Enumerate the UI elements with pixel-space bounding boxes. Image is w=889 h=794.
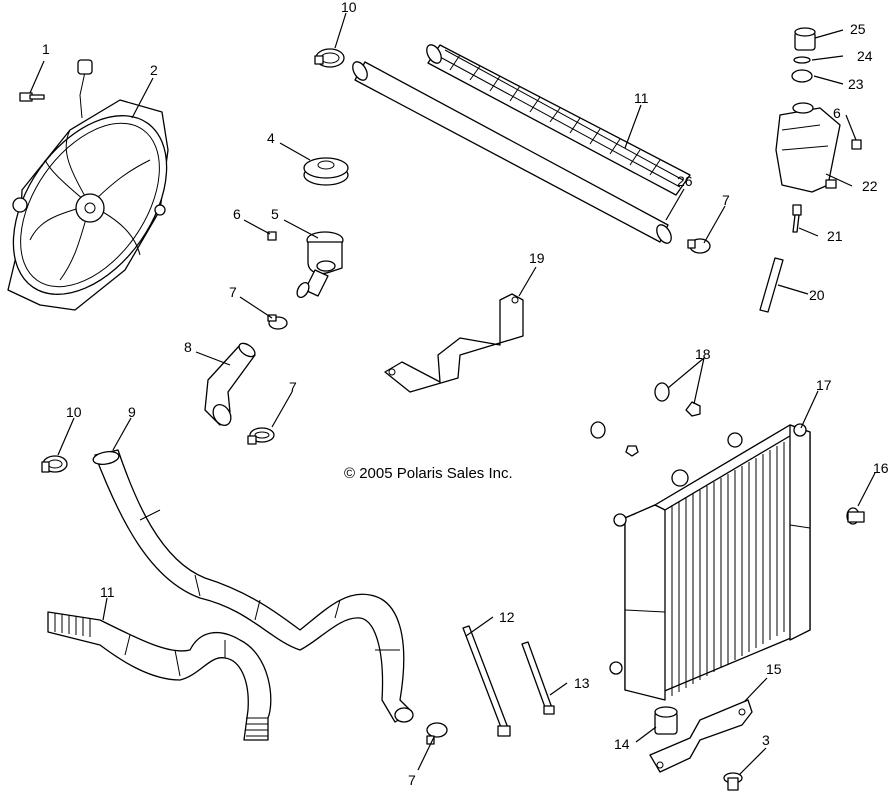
callout-8: 8 — [184, 339, 192, 355]
callout-6-left: 6 — [233, 206, 241, 222]
callout-6-right: 6 — [833, 105, 841, 121]
fan-assembly — [7, 59, 169, 311]
callout-10-top: 10 — [341, 0, 357, 15]
callout-9: 9 — [128, 404, 136, 420]
callout-1: 1 — [42, 41, 50, 57]
callout-14: 14 — [614, 736, 630, 752]
bracket — [384, 293, 524, 393]
reservoir-seal-23 — [791, 69, 813, 83]
bolt-16 — [846, 507, 865, 525]
mount-bracket — [649, 699, 753, 773]
long-bolt-13 — [521, 641, 555, 715]
fitting — [792, 204, 802, 233]
callout-23: 23 — [848, 76, 864, 92]
leader-lines — [29, 12, 876, 776]
callout-7-upper-left: 7 — [229, 284, 237, 300]
clamp-10-top — [314, 48, 345, 68]
callout-7-right: 7 — [722, 192, 730, 208]
filler-neck — [296, 231, 344, 299]
radiator-cap — [303, 157, 349, 186]
callout-7-mid-left: 7 — [289, 379, 297, 395]
callout-10-left: 10 — [66, 404, 82, 420]
callout-26: 26 — [677, 173, 693, 189]
copyright-notice: © 2005 Polaris Sales Inc. — [344, 465, 513, 482]
callout-15: 15 — [766, 661, 782, 677]
reservoir-cap-25 — [794, 27, 816, 51]
radiator — [609, 423, 811, 701]
callout-11-lower: 11 — [100, 584, 115, 600]
corrugated-hose-upper — [426, 44, 691, 196]
vent-tube — [759, 257, 784, 313]
callout-11-upper: 11 — [634, 90, 649, 106]
callout-21: 21 — [827, 228, 843, 244]
callout-5: 5 — [271, 206, 279, 222]
callout-4: 4 — [267, 130, 275, 146]
clamp-7-mid-left — [247, 427, 275, 445]
callout-18: 18 — [695, 346, 711, 362]
coolant-pipe — [352, 61, 672, 244]
clamp-10-left — [41, 455, 68, 473]
coolant-reservoir — [775, 102, 841, 193]
callout-25: 25 — [850, 21, 866, 37]
callout-3: 3 — [762, 732, 770, 748]
bolt-6-left — [267, 231, 277, 241]
callout-12: 12 — [499, 609, 515, 625]
callout-20: 20 — [809, 287, 825, 303]
bushing — [654, 706, 678, 735]
short-hose — [204, 342, 256, 426]
callout-2: 2 — [150, 62, 158, 78]
callout-22: 22 — [862, 178, 878, 194]
long-bolt-12 — [462, 625, 511, 737]
long-hose — [92, 449, 414, 723]
callout-7-bottom: 7 — [408, 772, 416, 788]
grommets — [590, 382, 701, 457]
callout-13: 13 — [574, 675, 590, 691]
corrugated-hose-lower — [47, 611, 272, 741]
reservoir-washer-24 — [793, 56, 811, 64]
clamp-7-right — [687, 238, 711, 254]
callout-16: 16 — [873, 460, 889, 476]
clamp-7-bottom — [426, 722, 448, 745]
callout-19: 19 — [529, 250, 545, 266]
bolt-1 — [19, 92, 45, 102]
bolt-3 — [723, 772, 743, 791]
callout-24: 24 — [857, 48, 873, 64]
callout-17: 17 — [816, 377, 832, 393]
bolt-6-right — [851, 139, 862, 150]
